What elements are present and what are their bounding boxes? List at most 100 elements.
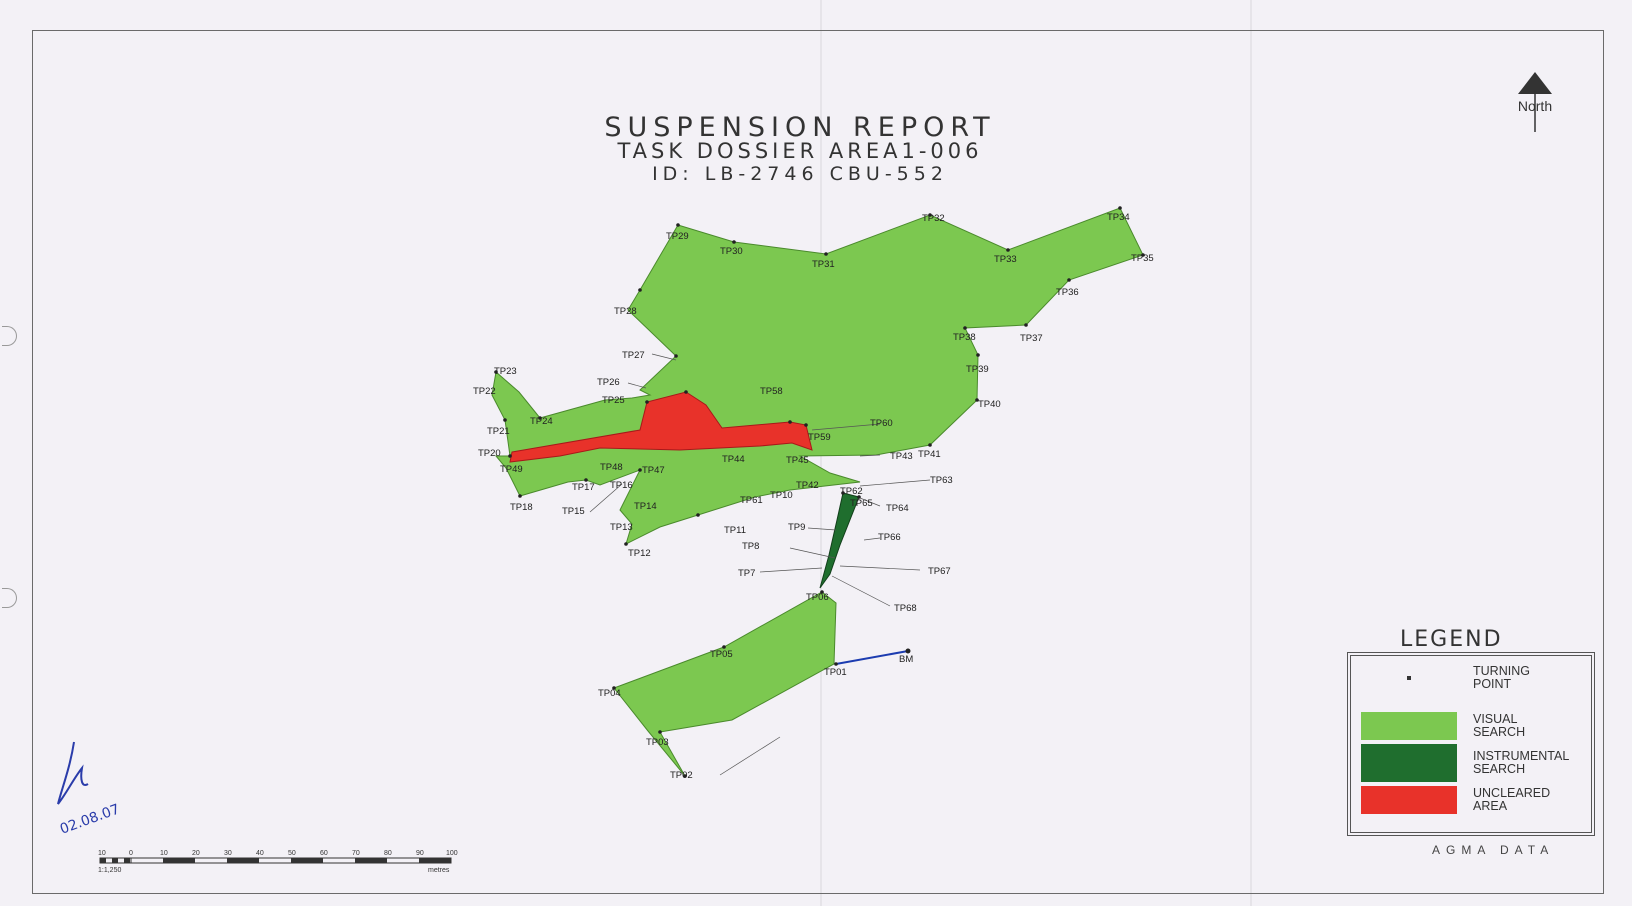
tp-label: TP17 (572, 482, 595, 493)
tp-label: TP43 (890, 451, 913, 462)
instrumental-search (819, 492, 860, 589)
instrumental-search-swatch (1361, 744, 1457, 782)
map-frame (32, 30, 1604, 894)
tp-label: TP20 (478, 448, 501, 459)
north-arrow-icon (1518, 72, 1552, 132)
scale-tick: 30 (224, 850, 232, 857)
tp-label: TP44 (722, 454, 745, 465)
tp-label: TP33 (994, 254, 1017, 265)
tp-label: TP18 (510, 502, 533, 513)
tp-label: TP11 (724, 525, 746, 536)
tp-label: TP02 (670, 770, 693, 781)
legend-label: TURNING (1473, 664, 1530, 678)
task-dossier: TASK DOSSIER AREA1-006 (617, 139, 983, 163)
tp-label: TP03 (646, 737, 669, 748)
legend-label: VISUAL (1473, 712, 1518, 726)
tp-label: TP39 (966, 364, 989, 375)
visual-search-south (613, 591, 837, 777)
credit: AGMA DATA (1432, 843, 1555, 857)
tp-label: TP48 (600, 462, 623, 473)
benchmark-point (905, 648, 911, 654)
tp-label: TP38 (953, 332, 976, 343)
visual-search-main (491, 207, 1144, 545)
tp-label: TP8 (742, 541, 759, 552)
tp-label: TP42 (796, 480, 819, 491)
uncleared-area-swatch (1361, 786, 1457, 814)
tp-label: TP28 (614, 306, 637, 317)
tp-label: TP64 (886, 503, 909, 514)
scale-tick: 10 (98, 850, 106, 857)
scale-ratio: 1:1,250 (98, 867, 121, 874)
tp-label: TP24 (530, 416, 553, 427)
turning-point-labels: TP29 TP30 TP31 TP32 TP33 TP34 TP35 TP36 … (473, 212, 1154, 781)
scale-tick: 70 (352, 850, 360, 857)
benchmark-line (835, 650, 909, 665)
leader-lines (589, 353, 931, 776)
tp-label: TP61 (740, 495, 763, 506)
legend-label: UNCLEARED (1473, 786, 1551, 800)
tp-label: TP59 (808, 432, 831, 443)
tp-label: TP9 (788, 522, 805, 533)
scale-segments (99, 857, 452, 864)
scale-tick: 40 (256, 850, 264, 857)
tp-label: TP10 (770, 490, 793, 501)
tp-label: TP04 (598, 688, 621, 699)
scale-unit: metres (428, 867, 450, 874)
tp-label: TP01 (824, 667, 847, 678)
tp-label: TP65 (850, 498, 873, 509)
tp-label: TP58 (760, 386, 783, 397)
tp-label: TP68 (894, 603, 917, 614)
turning-point-swatch (1361, 664, 1457, 692)
scale-tick: 80 (384, 850, 392, 857)
tp-label: TP32 (922, 213, 945, 224)
tp-label: TP47 (642, 465, 665, 476)
tp-label: TP06 (806, 592, 829, 603)
scale-tick: 10 (160, 850, 168, 857)
tp-label: TP14 (634, 501, 657, 512)
tp-label: TP35 (1131, 253, 1154, 264)
tp-label: TP05 (710, 649, 733, 660)
scale-tick: 100 (446, 850, 458, 857)
tp-label: TP15 (562, 506, 585, 517)
legend-title: LEGEND (1400, 627, 1503, 652)
tp-label: TP62 (840, 486, 863, 497)
turning-point-markers (494, 206, 1145, 778)
tp-label: TP41 (918, 449, 941, 460)
tp-label: TP22 (473, 386, 496, 397)
tp-label: TP31 (812, 259, 835, 270)
visual-search-swatch (1361, 712, 1457, 740)
tp-label: TP25 (602, 395, 625, 406)
tp-label: TP67 (928, 566, 951, 577)
paper-fold (1250, 0, 1252, 906)
tp-label: TP16 (610, 480, 633, 491)
tp-label: TP27 (622, 350, 645, 361)
north-arrow (1510, 70, 1560, 139)
tp-label: TP36 (1056, 287, 1079, 298)
tp-label: TP40 (978, 399, 1001, 410)
tp-label: TP63 (930, 475, 953, 486)
report-id: ID: LB-2746 CBU-552 (652, 163, 948, 185)
tp-label: TP49 (500, 464, 523, 475)
uncleared-area (509, 391, 813, 463)
tp-label: TP26 (597, 377, 620, 388)
tp-label: TP29 (666, 231, 689, 242)
legend-label: SEARCH (1473, 725, 1526, 739)
tp-label: TP13 (610, 522, 633, 533)
tp-label: TP7 (738, 568, 755, 579)
scale-bar: 10 0 10 20 30 40 50 60 70 80 90 100 1:1,… (98, 850, 458, 874)
report-title: SUSPENSION REPORT (604, 112, 996, 143)
legend-label: SEARCH (1473, 762, 1526, 776)
tp-label: TP60 (870, 418, 893, 429)
scale-tick: 0 (129, 850, 133, 857)
legend-label: INSTRUMENTAL (1473, 749, 1570, 763)
tp-label: TP34 (1107, 212, 1130, 223)
bm-label: BM (899, 654, 913, 665)
scale-tick: 90 (416, 850, 424, 857)
